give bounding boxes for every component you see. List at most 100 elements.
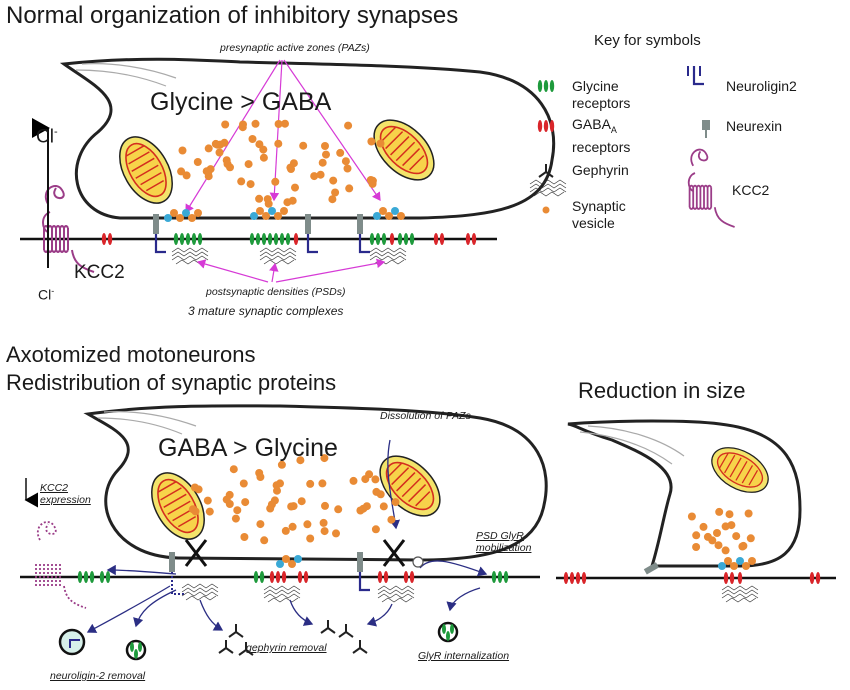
- synaptic-vesicle: [244, 160, 253, 169]
- synaptic-vesicle: [708, 536, 717, 545]
- synaptic-vesicle: [193, 158, 202, 166]
- synaptic-vesicle: [306, 479, 315, 488]
- synaptic-vesicle: [721, 546, 730, 555]
- docked-vesicle: [182, 209, 190, 217]
- synaptic-vesicle: [182, 171, 191, 180]
- dissolution-label: Dissolution of PAZs: [380, 410, 471, 422]
- synaptic-vesicle: [215, 148, 224, 157]
- docked-vesicle: [256, 207, 264, 215]
- synaptic-vesicle: [297, 497, 306, 506]
- docked-vesicle: [391, 207, 399, 215]
- synaptic-vesicle: [296, 456, 305, 465]
- synaptic-vesicle: [299, 141, 308, 150]
- synaptic-vesicle: [322, 150, 330, 159]
- neuroligin-vesicle: [58, 628, 86, 656]
- synaptic-vesicle: [318, 158, 327, 167]
- synaptic-vesicle: [231, 514, 240, 523]
- synaptic-vesicle: [288, 196, 297, 205]
- synaptic-vesicle: [332, 529, 340, 538]
- synaptic-vesicle: [367, 137, 376, 146]
- right-panel: [556, 419, 836, 603]
- synaptic-vesicle: [379, 502, 388, 511]
- synaptic-vesicle: [692, 531, 701, 540]
- docked-vesicle: [280, 207, 288, 215]
- synaptic-vesicle: [316, 170, 325, 179]
- synaptic-vesicle: [713, 529, 721, 537]
- synaptic-vesicle: [376, 139, 385, 148]
- synaptic-vesicle: [334, 505, 343, 514]
- reduced-kcc2: [35, 521, 87, 609]
- synaptic-vesicle: [746, 534, 755, 543]
- synaptic-vesicle: [331, 188, 340, 197]
- kcc2-top-label: KCC2: [74, 262, 125, 283]
- synaptic-vesicle: [255, 194, 264, 203]
- synaptic-vesicle: [321, 501, 329, 510]
- synaptic-vesicle: [255, 140, 264, 149]
- reduced-presynaptic-terminal: [567, 419, 802, 568]
- key-neurexin: Neurexin: [726, 118, 783, 134]
- synaptic-vesicle: [222, 495, 231, 504]
- complex-label: 3 mature synaptic complexes: [188, 304, 344, 318]
- synaptic-vesicle: [372, 487, 381, 496]
- synaptic-vesicle: [256, 520, 265, 529]
- synaptic-vesicle: [699, 522, 708, 531]
- synaptic-vesicle: [715, 507, 724, 516]
- synaptic-vesicle: [229, 465, 238, 474]
- synaptic-vesicle: [205, 507, 214, 516]
- internalized-glyr-right: [437, 621, 459, 643]
- docked-vesicle: [276, 560, 284, 568]
- synaptic-vesicle: [371, 525, 380, 534]
- synaptic-vesicle: [320, 527, 329, 536]
- key-vesicle: Synaptic vesicle: [572, 198, 626, 231]
- synaptic-vesicle: [281, 119, 289, 128]
- synaptic-vesicle: [371, 475, 380, 484]
- bottom-title-2: Redistribution of synaptic proteins: [6, 370, 337, 395]
- synaptic-vesicle: [251, 119, 260, 128]
- synaptic-vesicle: [240, 533, 249, 541]
- synaptic-vesicle: [178, 146, 187, 155]
- synaptic-vesicle: [361, 475, 370, 484]
- docked-vesicle: [194, 209, 202, 217]
- gephyrin-removal-label: gephyrin removal: [246, 642, 327, 654]
- synaptic-vesicle: [732, 532, 741, 541]
- synaptic-vesicle: [714, 541, 723, 550]
- docked-vesicle: [176, 214, 184, 222]
- synaptic-vesicle: [204, 144, 213, 153]
- synaptic-vesicle: [744, 509, 753, 518]
- docked-vesicle: [170, 209, 178, 217]
- cl-bottom-label: Cl-: [38, 286, 55, 303]
- synaptic-vesicle: [387, 515, 396, 524]
- key-symbols: [529, 64, 736, 228]
- docked-vesicle: [288, 560, 296, 568]
- synaptic-vesicle: [306, 534, 315, 543]
- docked-vesicle: [379, 207, 387, 215]
- synaptic-vesicle: [687, 512, 696, 521]
- synaptic-vesicle: [274, 120, 283, 128]
- synaptic-vesicle: [321, 142, 329, 150]
- key-glycine: Glycine receptors: [572, 78, 631, 111]
- synaptic-vesicle: [310, 172, 319, 181]
- synaptic-vesicle: [276, 479, 284, 488]
- synaptic-vesicle: [288, 522, 297, 531]
- synaptic-vesicle: [206, 165, 215, 174]
- synaptic-vesicle: [256, 473, 265, 481]
- synaptic-vesicle: [336, 148, 345, 157]
- synaptic-vesicle: [221, 120, 230, 129]
- docked-vesicle: [385, 212, 393, 220]
- synaptic-vesicle: [190, 483, 199, 492]
- psd-arrows: [196, 258, 386, 283]
- docked-vesicle: [742, 562, 750, 570]
- top-title: Normal organization of inhibitory synaps…: [6, 2, 459, 29]
- synaptic-vesicle: [289, 159, 298, 168]
- synaptic-vesicle: [343, 164, 352, 173]
- internalized-glyr-left: [125, 639, 147, 661]
- docked-vesicle: [736, 557, 744, 565]
- key-neuroligin: Neuroligin2: [726, 78, 797, 94]
- paz-label: presynaptic active zones (PAZs): [220, 42, 370, 54]
- synaptic-vesicle: [241, 498, 250, 507]
- docked-vesicle: [262, 212, 270, 220]
